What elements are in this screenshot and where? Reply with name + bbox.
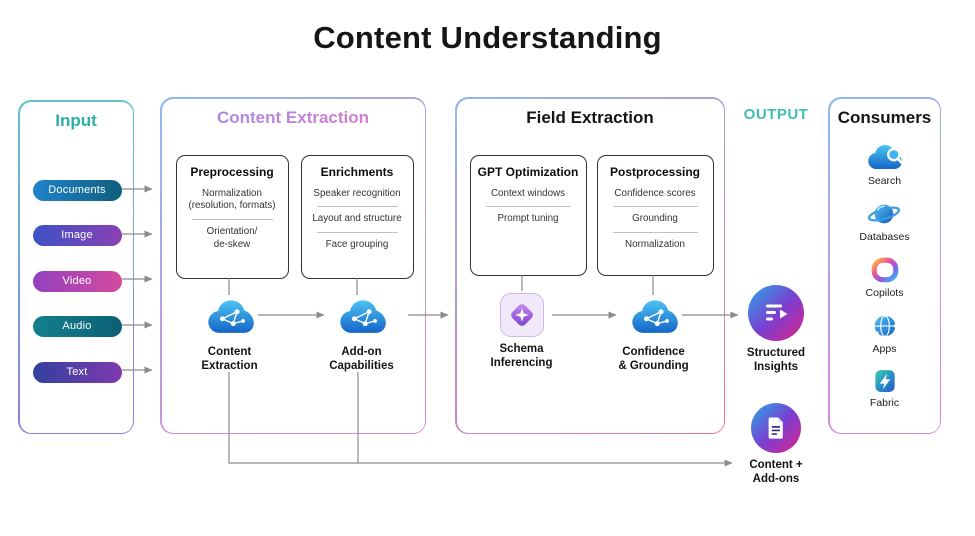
fabric-icon xyxy=(874,369,895,392)
node-label: Structured Insights xyxy=(746,347,806,374)
input-pill-image: Image xyxy=(32,224,122,246)
box-title: Enrichments xyxy=(320,164,394,179)
output-title: OUTPUT xyxy=(743,106,809,123)
gpt-optimization-box: GPT Optimization Context windows Prompt … xyxy=(469,154,587,276)
box-title: GPT Optimization xyxy=(477,164,579,179)
preprocessing-box: Preprocessing Normalization (resolution,… xyxy=(175,154,289,279)
document-icon xyxy=(768,417,783,439)
content-extraction-node: Content Extraction xyxy=(182,296,278,374)
apps-globe-icon xyxy=(874,313,897,337)
input-panel: Input Documents Image Video Audio Text xyxy=(18,100,134,434)
consumer-item-apps: Apps xyxy=(868,311,902,355)
consumers-panel-body: Consumers Search xyxy=(829,98,940,433)
divider xyxy=(485,206,571,208)
node-label: Content + Add-ons xyxy=(749,459,803,486)
ai-cloud-icon xyxy=(207,299,254,333)
consumer-item-search: Search xyxy=(865,141,905,187)
node-label: Content Extraction xyxy=(201,345,258,372)
box-item: Grounding xyxy=(632,213,678,225)
field-extraction-panel: Field Extraction GPT Optimization Contex… xyxy=(455,97,725,434)
sparkle-diamond-icon xyxy=(510,303,533,326)
confidence-grounding-node: Confidence & Grounding xyxy=(606,296,702,374)
input-pill-video: Video xyxy=(32,270,122,292)
box-item: Normalization xyxy=(625,238,685,250)
input-pill-documents: Documents xyxy=(32,179,122,201)
consumers-panel: Consumers Search xyxy=(828,97,941,434)
content-extraction-panel-body: Content Extraction Preprocessing Normali… xyxy=(161,98,425,433)
databases-icon xyxy=(868,204,901,223)
schema-sparkle-icon xyxy=(499,292,544,337)
divider xyxy=(191,218,273,220)
box-item: Face grouping xyxy=(325,238,389,250)
field-extraction-panel-body: Field Extraction GPT Optimization Contex… xyxy=(456,98,724,433)
schema-inferencing-node: Schema Inferencing xyxy=(474,292,570,371)
search-cloud-icon xyxy=(867,144,903,169)
consumers-panel-title: Consumers xyxy=(837,107,932,127)
consumer-label: Apps xyxy=(872,342,897,355)
ai-cloud-icon xyxy=(631,299,678,333)
consumer-label: Fabric xyxy=(869,396,900,409)
ai-cloud-icon xyxy=(339,299,386,333)
structured-insights-icon xyxy=(748,285,804,341)
consumers-list: Search Databases xyxy=(830,141,940,409)
structured-insights-node: Structured Insights xyxy=(740,285,812,375)
box-item: Context windows xyxy=(490,187,566,199)
box-title: Postprocessing xyxy=(609,164,701,179)
node-label: Confidence & Grounding xyxy=(618,345,689,372)
enrichments-box: Enrichments Speaker recognition Layout a… xyxy=(300,154,414,279)
field-extraction-panel-title: Field Extraction xyxy=(526,107,654,127)
content-addons-icon xyxy=(751,403,801,453)
content-extraction-panel: Content Extraction Preprocessing Normali… xyxy=(160,97,426,434)
consumer-label: Copilots xyxy=(865,286,904,299)
divider xyxy=(316,206,398,208)
input-pill-audio: Audio xyxy=(32,315,122,337)
input-pill-text: Text xyxy=(32,361,122,383)
divider xyxy=(612,206,698,208)
insights-list-icon xyxy=(766,304,788,321)
box-item: Confidence scores xyxy=(614,187,696,199)
addon-capabilities-node: Add-on Capabilities xyxy=(314,296,410,374)
consumer-item-copilots: Copilots xyxy=(865,255,904,299)
content-extraction-panel-title: Content Extraction xyxy=(162,108,425,128)
box-title: Preprocessing xyxy=(190,164,274,179)
consumer-item-databases: Databases xyxy=(859,199,910,243)
page-title: Content Understanding xyxy=(313,20,662,55)
postprocessing-box: Postprocessing Confidence scores Groundi… xyxy=(596,154,714,276)
box-item: Orientation/ de-skew xyxy=(206,225,258,250)
box-item: Layout and structure xyxy=(312,213,402,225)
box-item: Speaker recognition xyxy=(313,187,401,199)
node-label: Schema Inferencing xyxy=(490,342,553,369)
box-item: Prompt tuning xyxy=(497,213,559,225)
divider xyxy=(612,231,698,233)
input-panel-body: Input Documents Image Video Audio Text xyxy=(19,101,133,433)
consumer-label: Search xyxy=(867,174,902,187)
content-addons-node: Content + Add-ons xyxy=(740,403,812,487)
divider xyxy=(316,231,398,233)
box-item: Normalization (resolution, formats) xyxy=(188,187,276,212)
input-panel-title: Input xyxy=(55,110,97,130)
copilot-icon xyxy=(871,257,898,282)
node-label: Add-on Capabilities xyxy=(329,345,394,372)
consumer-item-fabric: Fabric xyxy=(870,367,899,409)
consumer-label: Databases xyxy=(859,230,910,243)
